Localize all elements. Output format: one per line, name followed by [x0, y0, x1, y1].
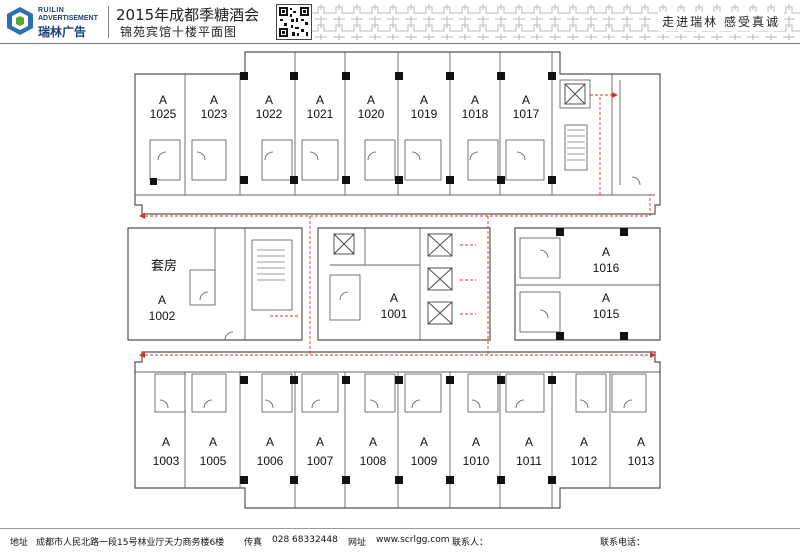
room-1016-prefix: A [602, 245, 610, 259]
room-1023-number: 1023 [201, 107, 228, 121]
brand-line3: 瑞林广告 [38, 25, 87, 39]
room-1020-prefix: A [367, 93, 375, 107]
page-title: 2015年成都季糖酒会 [116, 6, 260, 24]
website-label: 网址 [348, 538, 367, 548]
suite-name: 套房 [151, 258, 177, 274]
brand-mark-icon [7, 7, 33, 35]
qr-code-icon [276, 4, 312, 40]
room-1015-prefix: A [602, 291, 610, 305]
brand-line1: RUILIN [38, 7, 65, 14]
room-1007-prefix: A [316, 435, 324, 449]
fax-label: 传真 [244, 538, 263, 548]
room-labels: A 1025 A 1023 A 1022 A 1021 A 1020 A 101… [149, 93, 655, 468]
page-subtitle: 锦苑宾馆十楼平面图 [120, 25, 238, 39]
room-1003-number: 1003 [153, 454, 180, 468]
elevator-icons [333, 83, 586, 325]
slogan: 走进瑞林 感受真诚 [658, 12, 784, 31]
room-1008-prefix: A [369, 435, 377, 449]
room-1017-prefix: A [522, 93, 530, 107]
evacuation-route [145, 94, 651, 356]
room-1025-number: 1025 [150, 107, 177, 121]
room-1013-number: 1013 [628, 454, 655, 468]
room-1005-number: 1005 [200, 454, 227, 468]
room-1012-prefix: A [580, 435, 588, 449]
room-1009-number: 1009 [411, 454, 438, 468]
room-1010-number: 1010 [463, 454, 490, 468]
brand-logo: RUILIN ADVERTISEMENT 瑞林广告 [6, 6, 102, 39]
room-1011-prefix: A [525, 435, 533, 449]
structural-pillars [150, 72, 628, 484]
footer: 地址 成都市人民北路一段15号林业厅天力商务楼6楼 传真 028 6833244… [0, 528, 800, 553]
room-1022-prefix: A [265, 93, 273, 107]
room-1021-number: 1021 [307, 107, 334, 121]
address-text: 成都市人民北路一段15号林业厅天力商务楼6楼 [36, 538, 225, 548]
floor-plan: A 1025 A 1023 A 1022 A 1021 A 1020 A 101… [127, 51, 661, 509]
outer-walls [127, 51, 661, 509]
phone-label: 联系电话： [600, 538, 646, 548]
door-arcs [157, 151, 641, 409]
room-1018-number: 1018 [462, 107, 489, 121]
room-1012-number: 1012 [571, 454, 598, 468]
room-1007-number: 1007 [307, 454, 334, 468]
room-1018-prefix: A [471, 93, 479, 107]
room-1019-number: 1019 [411, 107, 438, 121]
room-1023-prefix: A [210, 93, 218, 107]
website-link[interactable]: www.scrlgg.com [376, 535, 450, 545]
room-1005-prefix: A [209, 435, 217, 449]
address-label: 地址 [10, 538, 29, 548]
room-1001-number: 1001 [381, 307, 408, 321]
room-1010-prefix: A [472, 435, 480, 449]
room-1021-prefix: A [316, 93, 324, 107]
room-1011-number: 1011 [516, 454, 542, 468]
room-1006-number: 1006 [257, 454, 284, 468]
header-divider [108, 6, 109, 38]
stair-treads [257, 129, 585, 281]
room-1017-number: 1017 [513, 107, 540, 121]
room-1009-prefix: A [420, 435, 428, 449]
room-1003-prefix: A [162, 435, 170, 449]
room-1022-number: 1022 [256, 107, 283, 121]
route-arrows [139, 92, 656, 358]
header-rule [0, 43, 800, 44]
room-1025-prefix: A [159, 93, 167, 107]
header: RUILIN ADVERTISEMENT 瑞林广告 2015年成都季糖酒会 锦苑… [0, 0, 800, 44]
room-1002-number: 1002 [149, 309, 176, 323]
brand-line2: ADVERTISEMENT [38, 15, 98, 22]
room-1019-prefix: A [420, 93, 428, 107]
room-1001-prefix: A [390, 291, 398, 305]
contact-label: 联系人： [452, 538, 489, 548]
fax-number: 028 68332448 [272, 535, 338, 545]
room-1016-number: 1016 [593, 261, 620, 275]
room-1015-number: 1015 [593, 307, 620, 321]
room-1008-number: 1008 [360, 454, 387, 468]
room-1006-prefix: A [266, 435, 274, 449]
room-1013-prefix: A [637, 435, 645, 449]
room-1020-number: 1020 [358, 107, 385, 121]
room-1002-prefix: A [158, 293, 166, 307]
